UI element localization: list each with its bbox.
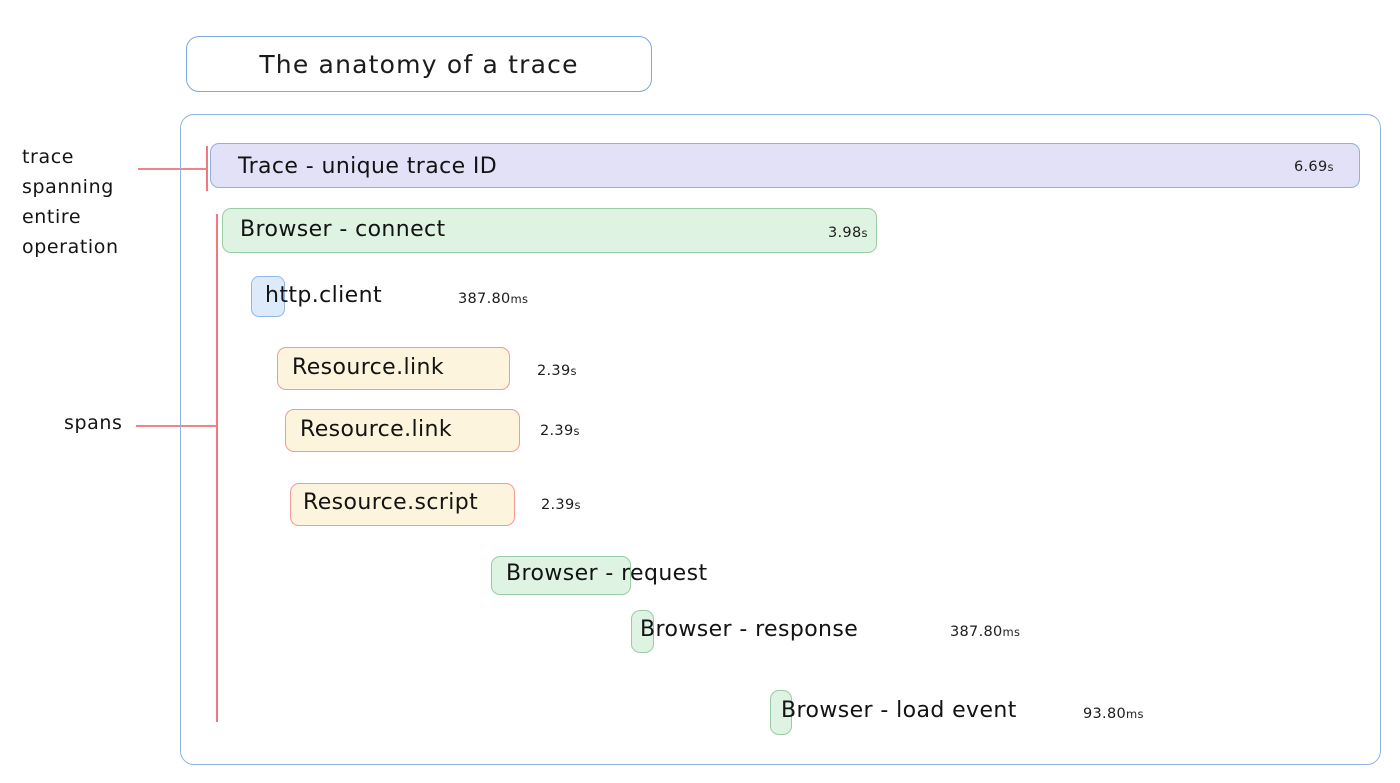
duration-unit: ms [1126, 707, 1144, 721]
span-bar-http-client[interactable] [251, 276, 285, 317]
annotation-spans-leader-line [136, 425, 218, 427]
duration-unit: ms [1002, 625, 1021, 639]
duration-value: 93.80 [1083, 706, 1127, 722]
duration-value: 3.98 [828, 225, 862, 241]
span-bar-browser-load-event[interactable] [770, 690, 792, 735]
duration-unit: s [570, 364, 577, 378]
span-label-browser-response: Browser - response [640, 617, 859, 642]
span-duration-browser-load-event: 93.80ms [1083, 707, 1144, 722]
span-duration-browser-connect: 3.98s [828, 226, 868, 241]
duration-unit: s [861, 226, 868, 240]
span-label-resource-script: Resource.script [303, 490, 479, 515]
duration-unit: s [574, 498, 581, 512]
diagram-title-box: The anatomy of a trace [186, 36, 652, 92]
span-duration-resource-link-2: 2.39s [540, 424, 580, 439]
span-label-resource-link-2: Resource.link [300, 417, 452, 442]
span-label-resource-link-1: Resource.link [292, 355, 444, 380]
span-label-browser-load-event: Browser - load event [781, 698, 1017, 723]
annotation-spans-bracket [216, 214, 218, 722]
span-label-trace: Trace - unique trace ID [238, 154, 498, 179]
duration-value: 387.80 [458, 291, 511, 307]
span-bar-resource-link-2[interactable] [285, 409, 520, 452]
span-bar-resource-script[interactable] [290, 483, 515, 526]
duration-value: 2.39 [541, 497, 575, 513]
annotation-trace-bracket [206, 146, 208, 191]
span-label-browser-connect: Browser - connect [240, 217, 446, 242]
span-duration-resource-link-1: 2.39s [537, 364, 577, 379]
duration-unit: s [573, 424, 580, 438]
annotation-trace-leader-line [138, 168, 206, 170]
span-label-browser-request: Browser - request [506, 561, 708, 586]
duration-unit: s [1327, 160, 1334, 174]
page-title: The anatomy of a trace [259, 49, 579, 79]
span-label-http-client: http.client [265, 283, 382, 308]
duration-value: 387.80 [950, 624, 1003, 640]
duration-value: 2.39 [540, 423, 574, 439]
span-duration-http-client: 387.80ms [458, 292, 528, 307]
span-bar-resource-link-1[interactable] [277, 347, 510, 390]
span-bar-browser-response[interactable] [631, 610, 654, 653]
span-bar-browser-request[interactable] [491, 556, 631, 595]
span-bar-browser-connect[interactable] [222, 208, 877, 253]
duration-value: 2.39 [537, 363, 571, 379]
span-duration-trace: 6.69s [1294, 160, 1334, 175]
trace-container [180, 114, 1381, 765]
duration-value: 6.69 [1294, 159, 1328, 175]
span-duration-resource-script: 2.39s [541, 498, 581, 513]
annotation-spans-label: spans [64, 412, 123, 434]
span-bar-trace[interactable] [210, 143, 1360, 188]
span-duration-browser-response: 387.80ms [950, 625, 1020, 640]
annotation-trace-label: trace spanning entire operation [22, 146, 119, 258]
duration-unit: ms [510, 292, 529, 306]
